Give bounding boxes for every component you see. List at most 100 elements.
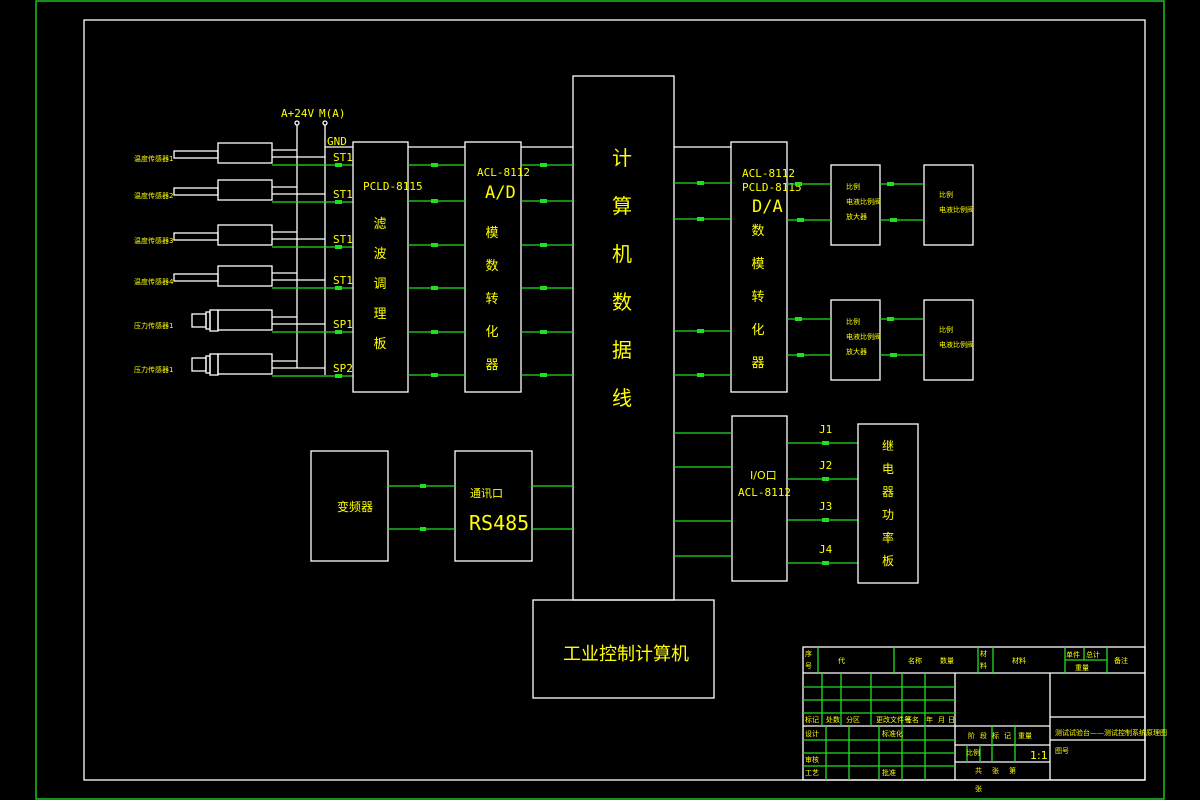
relay-channel: J1 [787,423,858,445]
sensor-probe [173,232,219,241]
sensor-item: 压力传感器1 SP2 [134,353,353,378]
title-block-cell: 标准化 [882,729,903,738]
comm-port-box [454,450,533,562]
wire-terminal [431,199,438,203]
relay-label: J2 [819,459,832,472]
title-block-cell: 张 [975,784,982,793]
title-block-cell: 号 [805,662,812,670]
wire-terminal [540,330,547,334]
title-block-cell: 审核 [805,755,819,764]
valve-label: 电液比例阀 [939,205,974,214]
sensor-label: 温度传感器2 [134,191,173,200]
comm-port-label: 通讯口 [470,487,503,500]
sensor-item: 温度传感器2 ST1 [134,179,353,204]
sensor-body [217,309,273,331]
filter-board-model: PCLD-8115 [363,180,423,193]
amplifier-label: 比例 [846,182,860,191]
amplifier-label: 电液比例阀 [846,332,881,341]
valve-label: 比例 [939,325,953,334]
filter-board-box [352,141,409,393]
sensor-body [217,179,273,201]
title-block-cell: 图号 [1055,747,1069,755]
title-block-cell: 处数 [826,715,840,724]
title-block-cell: 张 [992,766,999,775]
relay-label: J1 [819,423,832,436]
title-block-cell: 设计 [805,729,819,738]
bus-char: 机 [612,242,632,266]
relay-channel: J4 [787,543,858,565]
ad-char: 器 [485,358,498,373]
io-type: I/O口 [750,469,777,482]
title-block-cell: 段 [980,731,987,740]
title-block-cell: 比例 [966,748,980,757]
ad-char: 转 [485,292,498,307]
wire-terminal [890,218,897,222]
terminal-m [322,120,328,126]
title-block-cell: 重量 [1018,732,1032,740]
wire-terminal [697,217,704,221]
signal-label: ST1 [333,188,353,201]
wire-terminal [540,286,547,290]
bus-char: 算 [612,194,632,218]
wire-terminal [887,182,894,186]
wire-terminal [335,163,342,167]
title-block-cell: 单件 [1066,650,1080,659]
wire-terminal [335,374,342,378]
sensor-body [217,224,273,246]
title-block-cell: 第 [1009,766,1016,775]
filter-board-char: 波 [373,247,386,262]
wire-terminal [697,181,704,185]
signal-label: SP2 [333,362,353,375]
sensor-label: 压力传感器1 [134,365,173,374]
title-block-cell: 材 [980,649,987,658]
title-block-cell: 分区 [846,715,860,724]
relay-channel: J2 [787,459,858,481]
gnd-label: GND [327,135,347,148]
filter-board-char: 调 [373,277,386,292]
industrial-computer-box [532,599,715,699]
wire-terminal [797,353,804,357]
sensor-label: 温度传感器3 [134,236,173,245]
wire-terminal [697,373,704,377]
relay-board-box [857,423,919,584]
title-block-cell: 数量 [940,656,954,665]
relay-board-char: 电 [882,462,894,476]
valve-box [923,299,974,381]
da-char: 器 [751,356,764,371]
relay-board-char: 率 [882,530,894,545]
wire-terminal [540,373,547,377]
wire-terminal [431,163,438,167]
da-char: 化 [751,323,764,338]
title-block-cell: 测试试验台——测试控制系统原理图 [1055,728,1167,737]
bus-char: 线 [612,386,632,410]
ad-char: 数 [485,259,498,274]
title-block-text: 序号代名称数量材料材料单件总计重量备注标记处数分区更改文件号签名年月日设计标准化… [805,649,1167,793]
wire-terminal [797,218,804,222]
ad-char: 模 [485,226,498,241]
title-block-cell: 阶 [968,731,975,740]
wire-terminal [822,477,829,481]
da-model-2: PCLD-8115 [742,181,802,194]
title-block-cell: 材料 [1012,656,1026,665]
terminal-24v [294,120,300,126]
inner-border [83,19,1146,781]
ad-model: ACL-8112 [477,166,530,179]
title-block-cell: 代 [838,656,845,665]
da-model-1: ACL-8112 [742,167,795,180]
amplifier-box [830,164,881,246]
industrial-computer-label: 工业控制计算机 [563,644,689,665]
title-block-cell: 签名 [905,715,919,724]
wire-terminal [335,200,342,204]
relay-board-char: 板 [882,554,894,568]
wire-terminal [335,330,342,334]
da-type: D/A [752,197,783,217]
wire-terminal [431,330,438,334]
wire-terminal [822,561,829,565]
title-block-cell: 年 [926,715,933,724]
